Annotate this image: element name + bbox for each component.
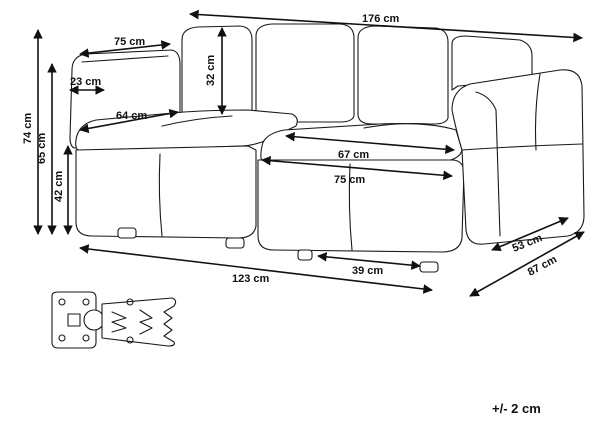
leg-1 <box>117 227 137 239</box>
dim-line-inner-seat-width <box>285 131 455 155</box>
dim-line-leg-spacing <box>317 252 421 270</box>
back-cushion-3 <box>357 25 449 125</box>
label-seat-width: 75 cm <box>334 174 365 186</box>
leg-3 <box>297 249 313 261</box>
back-cushion-2 <box>255 23 355 123</box>
connector-clip-illustration <box>51 291 177 349</box>
label-total-depth: 87 cm <box>526 253 559 278</box>
dim-line-armrest-depth <box>79 40 171 58</box>
sofa-drawing <box>69 23 585 273</box>
dim-line-module-width <box>79 244 433 294</box>
screw-hole-6 <box>126 336 134 344</box>
dimension-lines <box>33 9 585 297</box>
tolerance-note: +/- 2 cm <box>492 401 541 416</box>
dim-line-total-width <box>189 9 583 43</box>
screw-hole-5 <box>126 298 134 306</box>
dimension-labels: 176 cm 75 cm 23 cm 32 cm 64 cm 74 cm 65 … <box>22 13 559 285</box>
connector-teeth-right <box>139 309 153 335</box>
label-seat-depth: 64 cm <box>116 110 147 122</box>
dim-line-seat-width <box>261 155 453 181</box>
label-armrest-height: 65 cm <box>36 133 48 164</box>
label-armrest-width: 23 cm <box>70 76 101 88</box>
connector-teeth-left <box>111 311 127 333</box>
leg-4 <box>419 261 439 273</box>
leg-2 <box>225 237 245 249</box>
right-seat-divider <box>363 122 431 129</box>
right-armrest <box>451 69 585 245</box>
label-armrest-depth: 75 cm <box>114 36 145 48</box>
back-cushion-1 <box>181 25 253 121</box>
label-module-width: 123 cm <box>232 273 270 285</box>
label-leg-spacing: 39 cm <box>352 265 383 277</box>
screw-hole-3 <box>58 334 66 342</box>
connector-plate-right <box>101 297 177 347</box>
screw-hole-2 <box>82 298 90 306</box>
label-total-height: 74 cm <box>22 113 34 144</box>
connector-plate-left <box>51 291 97 349</box>
dim-line-total-depth <box>469 231 585 297</box>
screw-hole-4 <box>82 334 90 342</box>
connector-slot <box>67 313 81 327</box>
label-inner-seat-width: 67 cm <box>338 149 369 161</box>
right-armrest-split-h <box>461 143 583 151</box>
connector-pivot <box>83 309 105 331</box>
right-armrest-inner-edge <box>475 91 501 237</box>
right-armrest-split-v <box>534 73 541 151</box>
label-seat-height: 42 cm <box>53 171 65 202</box>
left-seat-split <box>158 153 163 237</box>
label-total-width: 176 cm <box>362 13 400 25</box>
screw-hole-1 <box>58 298 66 306</box>
label-backrest-height: 32 cm <box>205 55 217 86</box>
left-seat-front <box>75 145 257 239</box>
dim-line-seat-depth <box>79 108 179 134</box>
